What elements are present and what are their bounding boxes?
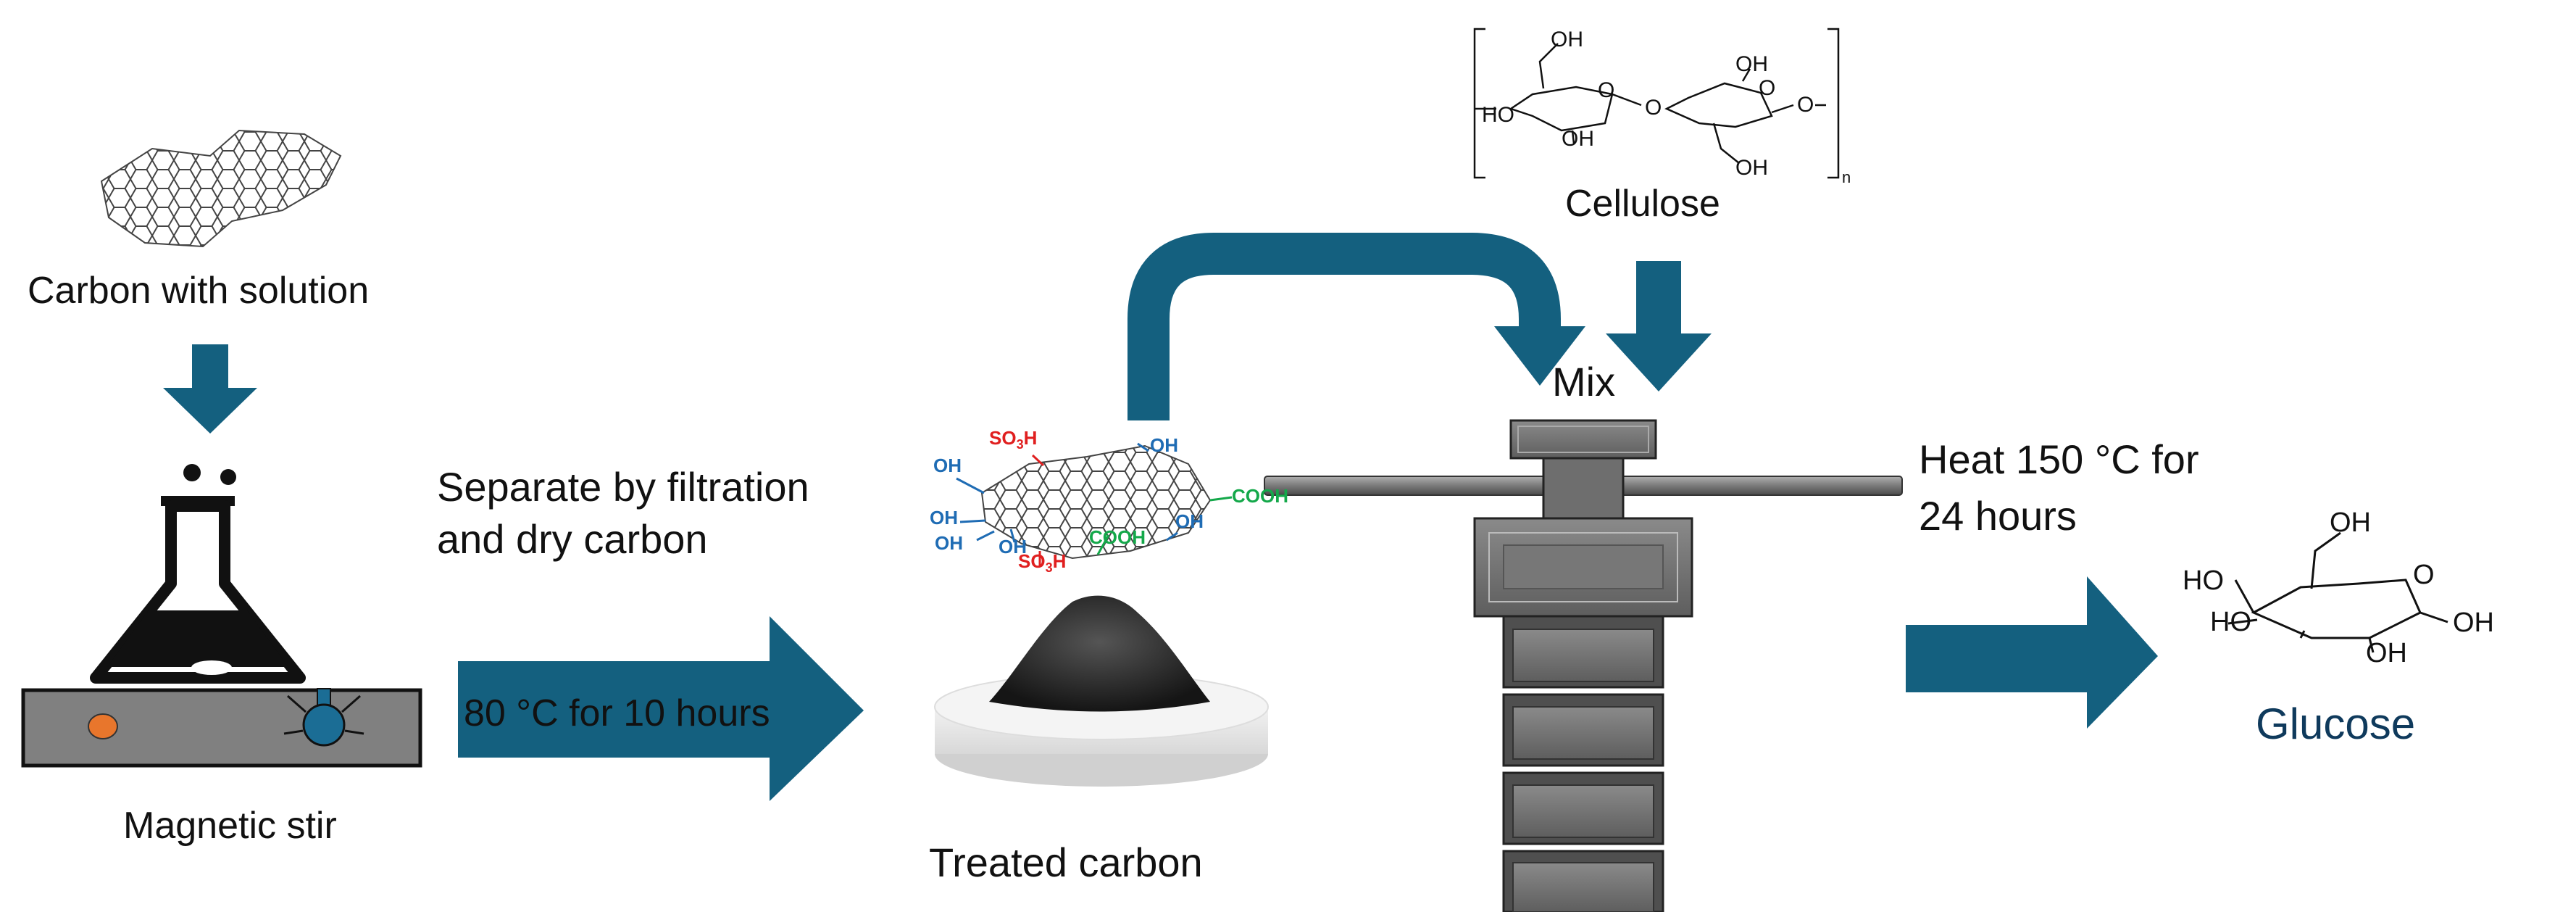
curved-arrow-head xyxy=(1494,326,1585,386)
chem-oh-left3: OH xyxy=(935,532,963,554)
arrow-80c xyxy=(458,616,864,801)
stirrer-knob-icon xyxy=(283,688,364,747)
cellulose-oh-3: OH xyxy=(1735,52,1768,76)
stirrer-indicator-dot xyxy=(88,713,118,739)
chem-cooh-right: COOH xyxy=(1232,485,1288,507)
cellulose-oh-2: OH xyxy=(1562,127,1594,151)
chem-oh-right: OH xyxy=(1175,510,1204,532)
down-arrow-carbon xyxy=(163,344,257,434)
carbon-powder-pile xyxy=(989,595,1210,712)
cellulose-o-end: O xyxy=(1797,93,1814,117)
chem-oh-left2: OH xyxy=(930,507,958,528)
glucose-oh-right: OH xyxy=(2453,608,2494,638)
cellulose-o-link: O xyxy=(1645,96,1662,120)
glucose-ho-1: HO xyxy=(2183,565,2224,596)
label-carbon-with-solution: Carbon with solution xyxy=(28,270,370,312)
label-heat-line2: 24 hours xyxy=(1919,493,2077,539)
cellulose-ho: HO xyxy=(1482,103,1514,127)
cellulose-oh-1: OH xyxy=(1551,28,1583,51)
chem-oh-topright: OH xyxy=(1150,434,1178,456)
label-separate-line2: and dry carbon xyxy=(437,516,708,562)
label-treated-carbon: Treated carbon xyxy=(929,840,1203,885)
chem-so3h-bottom: SO3H xyxy=(1018,550,1067,576)
cellulose-o-ring2: O xyxy=(1759,76,1776,100)
cellulose-o-ring1: O xyxy=(1598,78,1615,102)
glucose-structure xyxy=(2227,531,2448,653)
erlenmeyer-flask-icon xyxy=(90,464,306,684)
cellulose-oh-4: OH xyxy=(1735,156,1768,180)
chem-oh-left4: OH xyxy=(999,536,1027,557)
label-magnetic-stir: Magnetic stir xyxy=(123,805,337,847)
label-condition-80c: 80 °C for 10 hours xyxy=(464,692,770,734)
label-heat-line1: Heat 150 °C for xyxy=(1919,436,2199,482)
cellulose-structure xyxy=(1473,28,1840,179)
label-separate-line1: Separate by filtration xyxy=(437,464,809,510)
glucose-oh-bottom: OH xyxy=(2366,638,2407,668)
glucose-oh-top: OH xyxy=(2330,507,2371,538)
chem-oh-left1: OH xyxy=(933,455,962,476)
glucose-o-ring: O xyxy=(2413,560,2435,590)
chem-so3h-top: SO3H xyxy=(989,427,1038,452)
magnetic-stirrer-plate xyxy=(21,688,422,768)
label-mix: Mix xyxy=(1552,359,1616,405)
arrow-to-glucose xyxy=(1906,576,2158,729)
label-cellulose: Cellulose xyxy=(1565,183,1720,225)
reactor-autoclave xyxy=(1264,419,1903,912)
functionalized-graphene-icon xyxy=(956,442,1233,565)
cellulose-n: n xyxy=(1842,168,1851,186)
label-glucose: Glucose xyxy=(2256,700,2416,748)
glucose-ho-2: HO xyxy=(2210,607,2251,637)
chem-cooh-bottom: COOH xyxy=(1089,526,1146,548)
down-arrow-cellulose xyxy=(1606,261,1712,391)
curved-arrow-to-mix xyxy=(1127,233,1561,420)
graphene-sheet-icon xyxy=(100,129,342,248)
